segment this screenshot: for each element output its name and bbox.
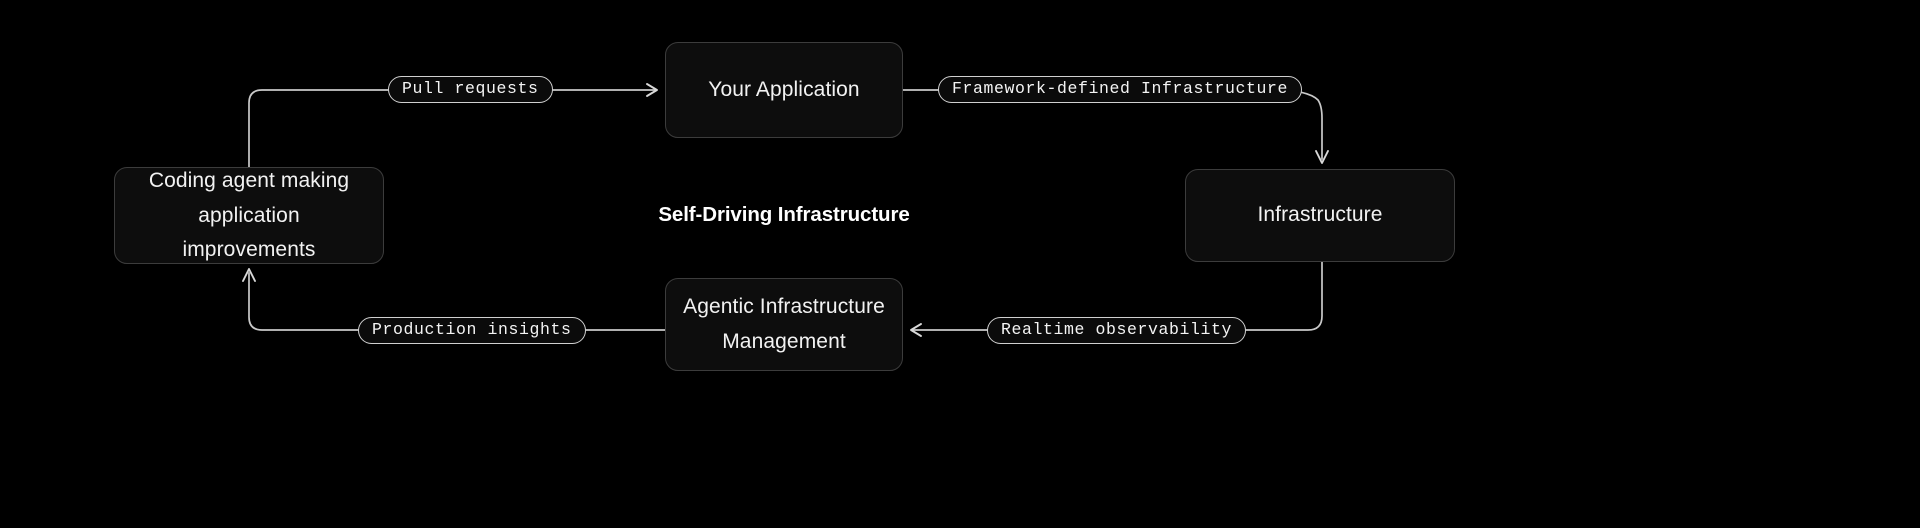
- edge-label-realtime-observability-text: Realtime observability: [1001, 320, 1233, 340]
- node-agentic-infrastructure-management[interactable]: Agentic Infrastructure Management: [665, 278, 903, 371]
- node-coding-agent[interactable]: Coding agent making application improvem…: [114, 167, 384, 264]
- edge-label-production-insights-text: Production insights: [372, 320, 572, 340]
- diagram-title: Self-Driving Infrastructure: [658, 203, 910, 226]
- edge-label-framework-defined-infrastructure-text: Framework-defined Infrastructure: [952, 79, 1289, 99]
- edge-label-pull-requests-text: Pull requests: [402, 79, 539, 99]
- edge-label-realtime-observability: Realtime observability: [987, 317, 1247, 344]
- edge-label-pull-requests: Pull requests: [388, 76, 553, 103]
- node-coding-agent-label: Coding agent making application improvem…: [148, 169, 350, 261]
- node-infrastructure[interactable]: Infrastructure: [1185, 169, 1455, 262]
- node-agentic-infrastructure-management-label: Agentic Infrastructure Management: [683, 295, 885, 353]
- node-your-application-label: Your Application: [708, 77, 860, 101]
- node-infrastructure-label: Infrastructure: [1257, 203, 1383, 227]
- edge-label-production-insights: Production insights: [358, 317, 586, 344]
- node-your-application[interactable]: Your Application: [665, 42, 903, 138]
- edge-label-framework-defined-infrastructure: Framework-defined Infrastructure: [938, 76, 1303, 103]
